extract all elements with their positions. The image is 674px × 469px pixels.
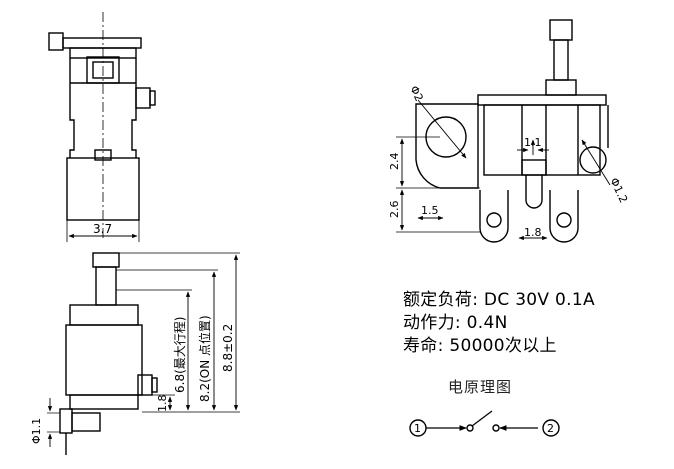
dim-2-6-label: 2.6 bbox=[388, 201, 401, 219]
life-spec: 寿命: 50000次以上 bbox=[403, 336, 557, 356]
top-view: 1.1 2.4 2.6 1.5 1.8 Φ2 Φ1.2 bbox=[388, 19, 630, 243]
rating-spec: 额定负荷: DC 30V 0.1A bbox=[403, 290, 595, 310]
circuit-schematic: 1 2 bbox=[409, 410, 560, 437]
front-view: 3.7 bbox=[48, 12, 156, 242]
circuit-title: 电原理图 bbox=[448, 378, 513, 396]
side-view: 8.8±0.2 8.2(ON 点位置) 6.8(最大行程) 1.8 Φ1.1 bbox=[30, 252, 240, 455]
dim-8-2-label: 8.2(ON 点位置) bbox=[197, 315, 212, 402]
dim-1-8-bottom-label: 1.8 bbox=[524, 226, 542, 239]
lug-diameter-label: Φ1.2 bbox=[607, 176, 630, 205]
dim-1-5-label: 1.5 bbox=[421, 204, 439, 217]
dim-width-label: 3.7 bbox=[93, 222, 112, 236]
terminal-2-label: 2 bbox=[547, 422, 554, 435]
dim-1-1-label: 1.1 bbox=[524, 136, 542, 149]
dim-2-4-label: 2.4 bbox=[388, 153, 401, 171]
dim-6-8-label: 6.8(最大行程) bbox=[172, 317, 187, 393]
pin-diameter-label: Φ1.1 bbox=[30, 418, 43, 444]
terminal-1-label: 1 bbox=[414, 422, 421, 435]
dim-8-8-label: 8.8±0.2 bbox=[221, 324, 235, 372]
force-spec: 动作力: 0.4N bbox=[403, 313, 508, 333]
dim-1-8-label: 1.8 bbox=[156, 395, 169, 413]
hole-diameter-label: Φ2 bbox=[407, 84, 425, 104]
